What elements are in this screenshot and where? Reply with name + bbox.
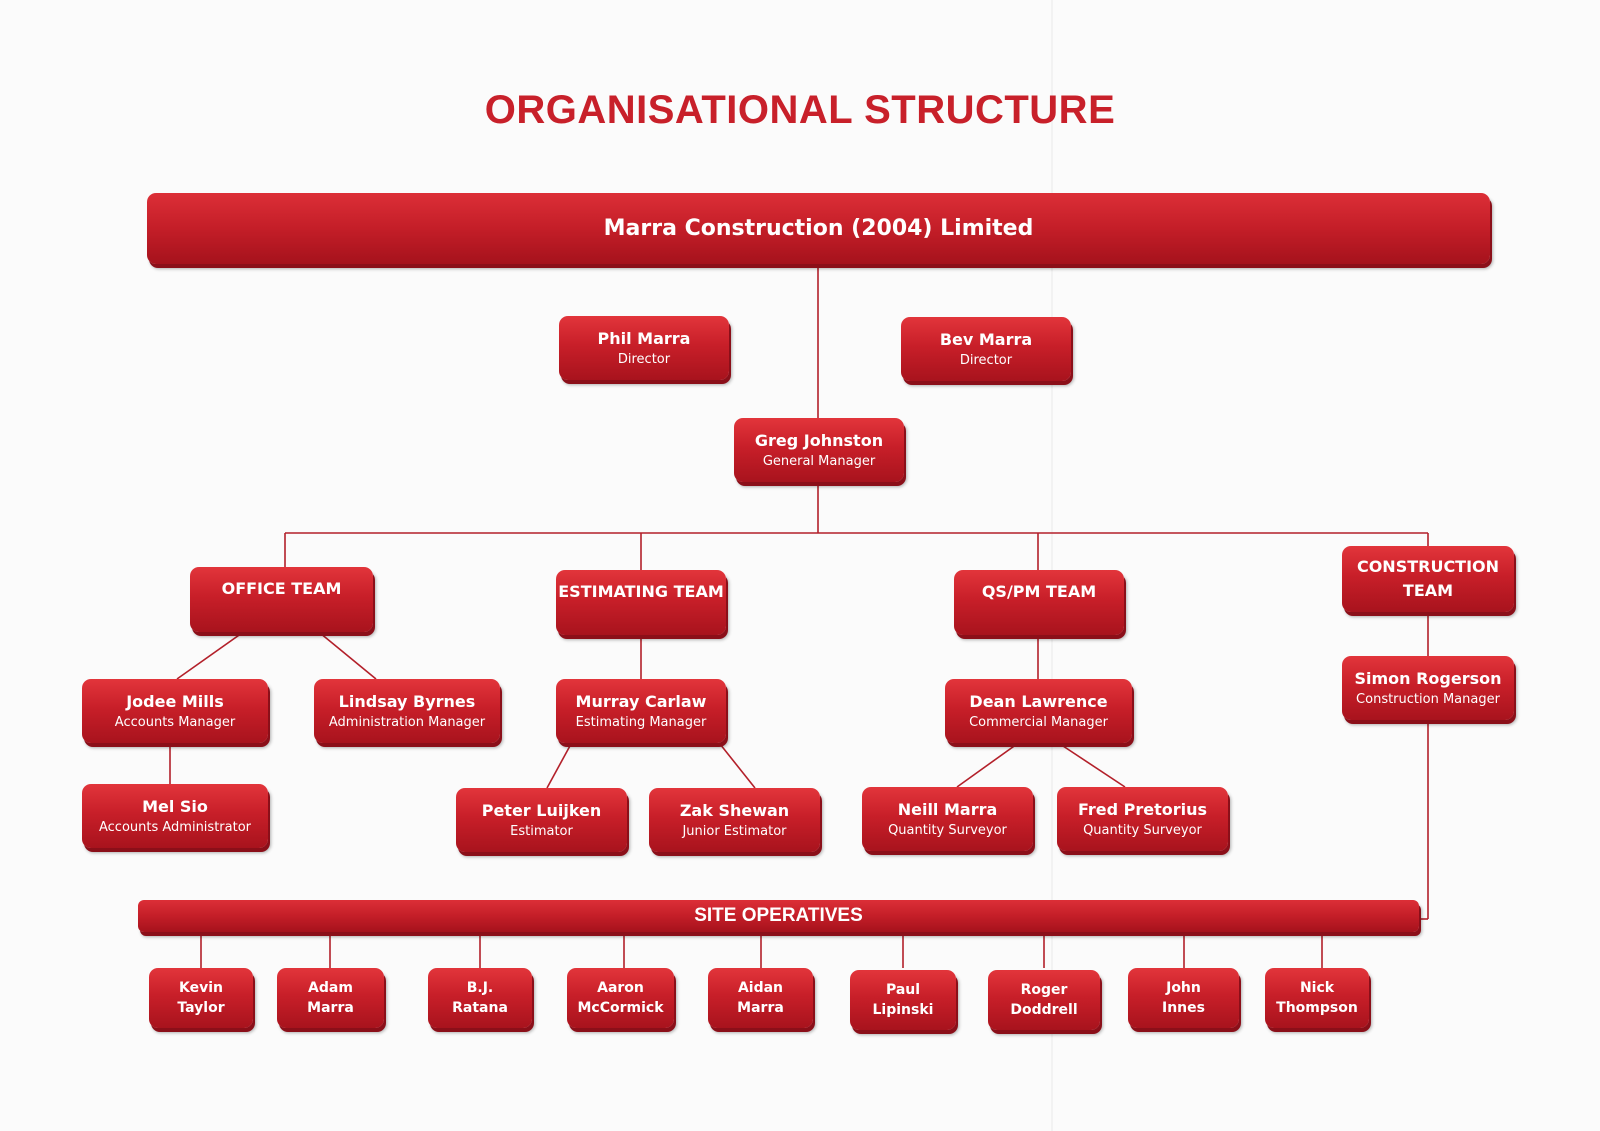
person-role: Estimating Manager	[575, 714, 707, 730]
director-box: Bev Marra Director	[901, 317, 1071, 381]
member-box: Mel Sio Accounts Administrator	[82, 784, 268, 848]
director-box: Phil Marra Director	[559, 316, 729, 380]
operative-last-name: Lipinski	[872, 1002, 934, 1018]
member-box: Peter Luijken Estimator	[456, 788, 627, 852]
person-role: Accounts Administrator	[98, 819, 251, 835]
team-label-line2: TEAM	[1402, 581, 1454, 600]
general-manager-box: Greg Johnston General Manager	[734, 418, 904, 482]
person-name: Greg Johnston	[754, 430, 884, 450]
person-name: Lindsay Byrnes	[338, 691, 476, 711]
operative-first-name: Aidan	[737, 980, 784, 996]
site-operatives-bar: SITE OPERATIVES	[138, 900, 1419, 932]
person-name: Simon Rogerson	[1354, 668, 1502, 688]
person-role: Director	[617, 351, 671, 367]
operative-first-name: Kevin	[179, 980, 223, 996]
person-name: Fred Pretorius	[1077, 799, 1208, 819]
site-operative-box: John Innes	[1128, 968, 1239, 1028]
site-operative-box: Nick Thompson	[1265, 968, 1369, 1028]
team-estimating: ESTIMATING TEAM	[556, 570, 726, 635]
company-name: Marra Construction (2004) Limited	[603, 216, 1034, 241]
operative-last-name: McCormick	[577, 1000, 664, 1016]
team-label-line1: CONSTRUCTION	[1356, 557, 1500, 576]
member-box: Jodee Mills Accounts Manager	[82, 679, 268, 743]
operative-last-name: Innes	[1162, 1000, 1205, 1016]
line-dean-neill	[956, 743, 1018, 788]
site-operative-box: Paul Lipinski	[850, 970, 956, 1030]
operative-last-name: Doddrell	[1010, 1002, 1078, 1018]
team-construction: CONSTRUCTION TEAM	[1342, 546, 1514, 612]
person-role: Junior Estimator	[682, 823, 787, 839]
operative-first-name: Aaron	[597, 980, 644, 996]
person-role: Construction Manager	[1356, 691, 1500, 707]
operative-first-name: Paul	[885, 982, 921, 998]
person-name: Bev Marra	[939, 329, 1033, 349]
page-title: ORGANISATIONAL STRUCTURE	[484, 88, 1116, 132]
operative-first-name: Adam	[308, 980, 353, 996]
line-dean-fred	[1059, 743, 1126, 788]
person-name: Peter Luijken	[481, 800, 602, 820]
operative-first-name: B.J.	[466, 980, 494, 996]
person-name: Phil Marra	[597, 328, 691, 348]
line-murray-zak	[719, 743, 756, 789]
person-name: Zak Shewan	[679, 800, 790, 820]
team-label: QS/PM TEAM	[981, 582, 1097, 601]
member-box: Neill Marra Quantity Surveyor	[862, 787, 1033, 851]
member-box: Lindsay Byrnes Administration Manager	[314, 679, 500, 743]
team-office: OFFICE TEAM	[190, 567, 373, 632]
person-role: General Manager	[762, 453, 876, 469]
person-role: Quantity Surveyor	[888, 822, 1007, 838]
member-box: Simon Rogerson Construction Manager	[1342, 656, 1514, 720]
person-name: Dean Lawrence	[969, 691, 1108, 711]
site-operative-box: B.J. Ratana	[428, 968, 532, 1028]
operative-first-name: John	[1166, 980, 1201, 996]
person-name: Murray Carlaw	[575, 691, 707, 711]
person-role: Estimator	[510, 823, 573, 839]
member-box: Zak Shewan Junior Estimator	[649, 788, 820, 852]
operative-last-name: Taylor	[177, 1000, 225, 1016]
site-operative-box: Aidan Marra	[708, 968, 813, 1028]
person-role: Accounts Manager	[114, 714, 236, 730]
member-box: Fred Pretorius Quantity Surveyor	[1057, 787, 1228, 851]
member-box: Dean Lawrence Commercial Manager	[945, 679, 1132, 743]
site-operative-box: Roger Doddrell	[988, 970, 1100, 1030]
line-office-jodee	[176, 632, 243, 680]
person-role: Administration Manager	[328, 714, 486, 730]
site-operative-box: Aaron McCormick	[567, 968, 674, 1028]
member-box: Murray Carlaw Estimating Manager	[556, 679, 726, 743]
person-role: Commercial Manager	[969, 714, 1108, 730]
team-label: ESTIMATING TEAM	[558, 582, 724, 601]
operative-first-name: Nick	[1299, 980, 1335, 996]
operative-last-name: Marra	[307, 1000, 354, 1016]
operative-last-name: Ratana	[452, 1000, 508, 1016]
operative-first-name: Roger	[1020, 982, 1068, 998]
site-operative-box: Kevin Taylor	[149, 968, 253, 1028]
person-name: Mel Sio	[142, 796, 208, 816]
person-name: Jodee Mills	[126, 691, 224, 711]
operative-last-name: Marra	[737, 1000, 784, 1016]
person-name: Neill Marra	[897, 799, 998, 819]
company-bar: Marra Construction (2004) Limited	[147, 193, 1490, 264]
team-qspm: QS/PM TEAM	[954, 570, 1124, 635]
team-label: OFFICE TEAM	[221, 579, 342, 598]
line-office-lindsay	[319, 632, 377, 680]
operative-last-name: Thompson	[1276, 1000, 1358, 1016]
site-operatives-label: SITE OPERATIVES	[694, 905, 863, 926]
line-murray-peter	[546, 743, 572, 789]
site-operative-box: Adam Marra	[277, 968, 384, 1028]
person-role: Director	[959, 352, 1013, 368]
person-role: Quantity Surveyor	[1083, 822, 1202, 838]
